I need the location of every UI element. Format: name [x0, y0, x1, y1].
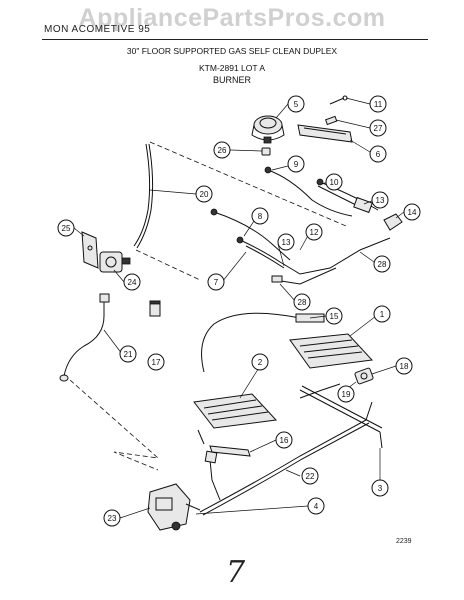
callout-7: 7: [207, 273, 225, 291]
upper-tubes: [264, 166, 379, 217]
svg-text:20: 20: [200, 190, 209, 199]
svg-text:8: 8: [258, 212, 263, 221]
burner-2-drawing: [193, 393, 278, 429]
callout-6: 6: [369, 145, 387, 163]
callout-20: 20: [195, 185, 213, 203]
svg-text:25: 25: [62, 224, 71, 233]
callout-14: 14: [403, 203, 421, 221]
part-4-drawing: [204, 450, 221, 501]
svg-text:1: 1: [380, 310, 385, 319]
callout-8: 8: [251, 207, 269, 225]
part-18-19-drawing: [299, 367, 374, 399]
svg-text:7: 7: [214, 278, 219, 287]
callout-12: 12: [305, 223, 323, 241]
callout-4: 4: [307, 497, 325, 515]
callout-28-upper: 28: [373, 255, 391, 273]
callout-13-upper: 13: [371, 191, 389, 209]
callout-23: 23: [103, 509, 121, 527]
callout-11: 11: [369, 95, 387, 113]
watermark: AppliancePartsPros.com: [78, 4, 386, 32]
svg-text:24: 24: [128, 278, 137, 287]
svg-text:19: 19: [342, 390, 351, 399]
part-25-drawing: [81, 231, 99, 269]
part-14-drawing: [383, 213, 403, 231]
svg-text:28: 28: [298, 298, 307, 307]
svg-text:26: 26: [218, 146, 227, 155]
callout-13-lower: 13: [277, 233, 295, 251]
svg-text:27: 27: [374, 124, 383, 133]
callout-9: 9: [287, 155, 305, 173]
svg-text:6: 6: [376, 150, 381, 159]
dashed-connection-lines: [69, 141, 347, 471]
svg-text:13: 13: [282, 238, 291, 247]
svg-text:12: 12: [310, 228, 319, 237]
diagram-subtitle: KTM-2891 LOT A: [199, 63, 265, 73]
callout-22: 22: [301, 467, 319, 485]
callout-15: 15: [325, 307, 343, 325]
callout-17: 17: [147, 353, 165, 371]
callout-18: 18: [395, 357, 413, 375]
svg-text:23: 23: [108, 514, 117, 523]
callout-21: 21: [119, 345, 137, 363]
part-16-drawing: [197, 429, 251, 457]
part-24-drawing: [99, 251, 131, 273]
section-title: BURNER: [212, 75, 251, 85]
part-26-drawing: [261, 147, 271, 156]
callout-16: 16: [275, 431, 293, 449]
svg-text:16: 16: [280, 436, 289, 445]
svg-text:14: 14: [408, 208, 417, 217]
svg-text:10: 10: [330, 178, 339, 187]
part-6-drawing: [297, 124, 353, 143]
part-11-27-drawing: [324, 95, 348, 126]
svg-text:18: 18: [400, 362, 409, 371]
callout-10: 10: [325, 173, 343, 191]
svg-text:4: 4: [314, 502, 319, 511]
page-number: 7: [226, 555, 246, 590]
callout-28-lower: 28: [293, 293, 311, 311]
tube-3-drawing: [299, 385, 383, 449]
diagram-title: 30" FLOOR SUPPORTED GAS SELF CLEAN DUPLE…: [126, 46, 338, 56]
part-17-drawing: [149, 300, 161, 317]
burner-1-drawing: [289, 333, 374, 369]
part-23-drawing: [147, 483, 201, 531]
callout-25: 25: [57, 219, 75, 237]
callout-3: 3: [371, 479, 389, 497]
model-header: MON ACOMETIVE 95: [44, 24, 151, 35]
callout-2: 2: [251, 353, 269, 371]
callout-19: 19: [337, 385, 355, 403]
svg-text:2: 2: [258, 358, 263, 367]
tube-22-drawing: [199, 401, 373, 516]
part-5-drawing: [251, 115, 285, 144]
callout-24: 24: [123, 273, 141, 291]
callout-1: 1: [373, 305, 391, 323]
svg-text:5: 5: [294, 100, 299, 109]
diagram-code: 2239: [396, 538, 412, 545]
svg-text:15: 15: [330, 312, 339, 321]
svg-text:21: 21: [124, 350, 133, 359]
svg-text:17: 17: [152, 358, 161, 367]
header-rule: [42, 39, 428, 40]
leader-lines: [73, 97, 405, 519]
svg-text:13: 13: [376, 196, 385, 205]
callout-27: 27: [369, 119, 387, 137]
part-21-drawing: [59, 293, 110, 382]
svg-text:9: 9: [294, 160, 299, 169]
svg-text:11: 11: [374, 100, 383, 109]
svg-text:22: 22: [306, 472, 315, 481]
manifold-12-drawing: [210, 208, 391, 285]
callout-5: 5: [287, 95, 305, 113]
tube-20-drawing: [133, 143, 154, 249]
callout-26: 26: [213, 141, 231, 159]
svg-text:28: 28: [378, 260, 387, 269]
svg-text:3: 3: [378, 484, 383, 493]
